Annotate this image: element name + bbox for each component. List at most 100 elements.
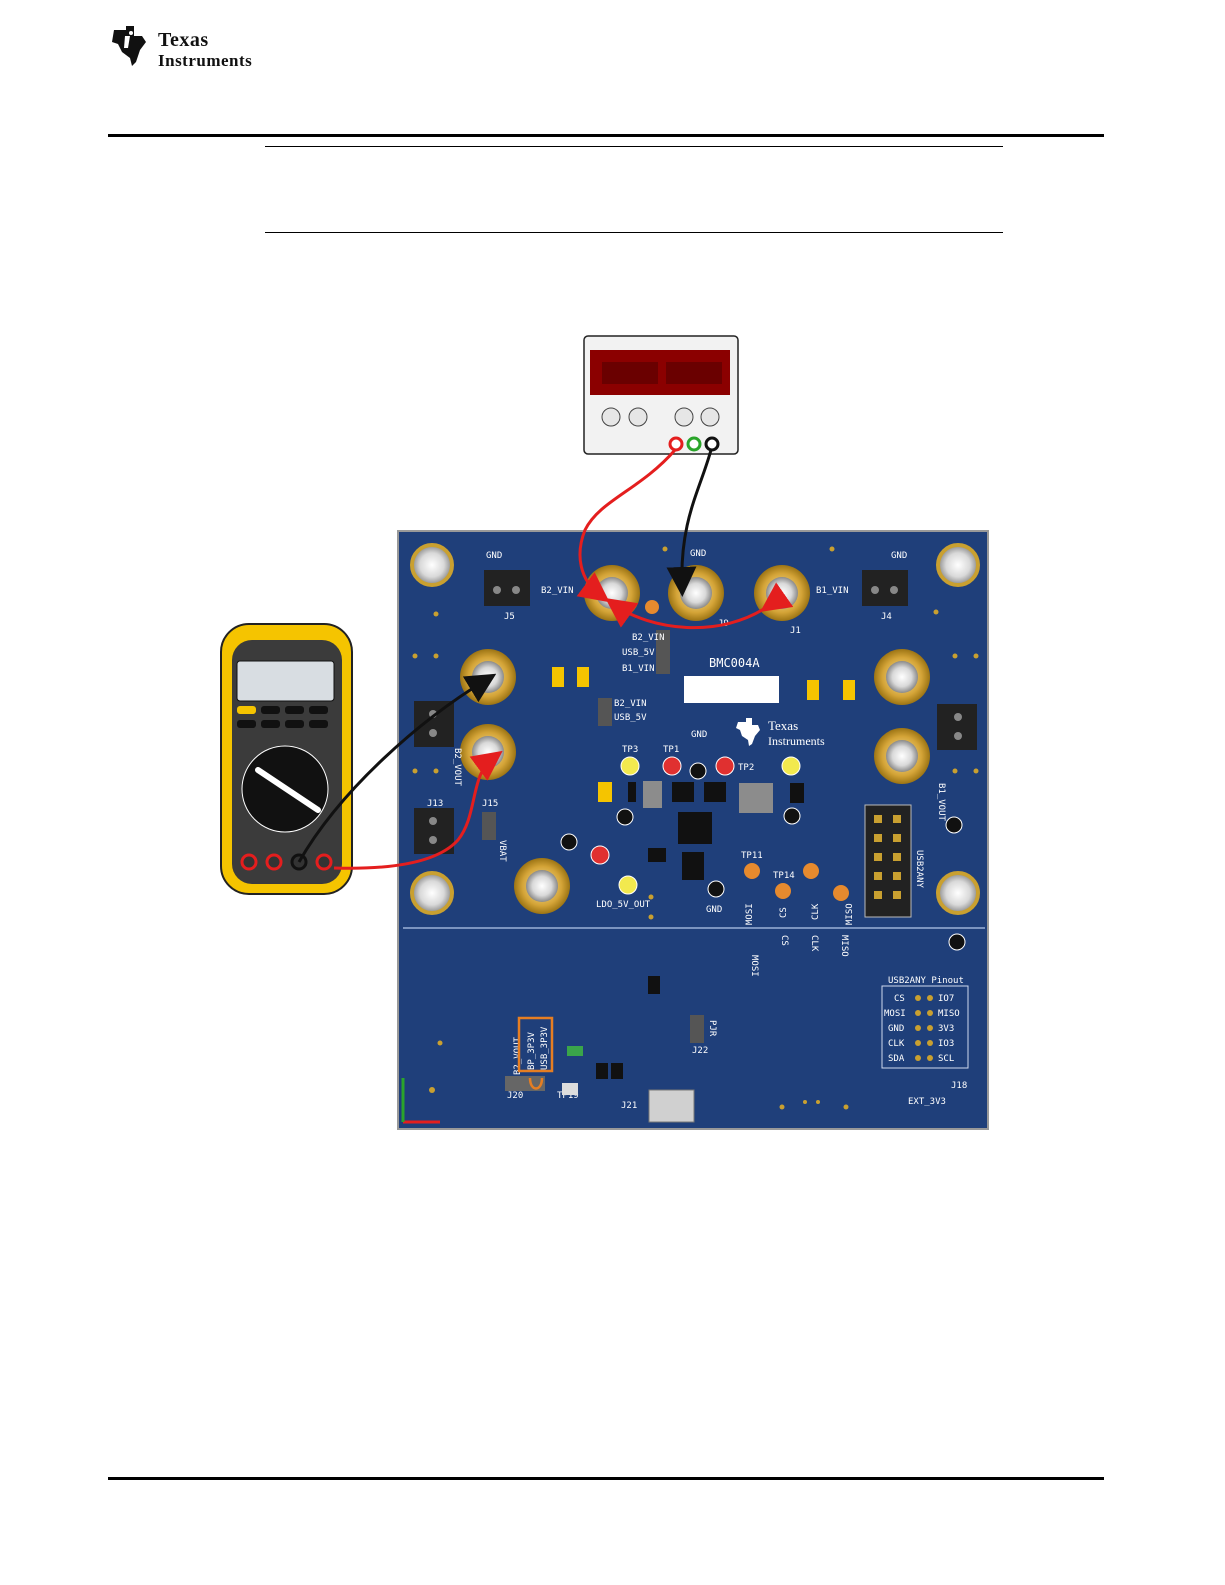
test-point bbox=[744, 863, 760, 879]
net-label: B2_VIN bbox=[632, 633, 665, 643]
net-label: USB_5V bbox=[614, 713, 647, 723]
logo-line-2: Instruments bbox=[158, 51, 253, 70]
test-point bbox=[803, 863, 819, 879]
spi-label: MOSI bbox=[745, 903, 755, 925]
connector-label: J4 bbox=[881, 612, 892, 622]
usb2any-pinout-box bbox=[881, 985, 969, 1069]
spi-label: CS bbox=[779, 907, 789, 918]
test-point bbox=[590, 845, 610, 865]
pinout-pin: IO7 bbox=[938, 994, 954, 1004]
test-point bbox=[560, 833, 578, 851]
board-name: BMC004A bbox=[709, 656, 760, 670]
usb2any-header bbox=[864, 804, 912, 918]
jumper-highlight-box bbox=[517, 1016, 554, 1073]
supply-ground-terminal bbox=[686, 436, 702, 452]
pinout-title: USB2ANY Pinout bbox=[888, 976, 964, 986]
jumper-shunt-indicator bbox=[528, 1077, 544, 1090]
net-label: B1_VOUT bbox=[936, 783, 946, 822]
test-point bbox=[948, 933, 966, 951]
connector-label: J13 bbox=[427, 799, 443, 809]
test-point bbox=[662, 756, 682, 776]
test-point bbox=[945, 816, 963, 834]
multimeter bbox=[220, 623, 353, 895]
test-point bbox=[689, 762, 707, 780]
pinout-pin: CLK bbox=[888, 1039, 905, 1049]
net-label: B1_VIN bbox=[622, 664, 655, 674]
spi-label: MISO bbox=[845, 903, 855, 925]
test-point bbox=[783, 807, 801, 825]
jumper-j22 bbox=[690, 1015, 704, 1043]
power-supply bbox=[583, 335, 739, 455]
net-label: GND bbox=[706, 905, 722, 915]
test-point bbox=[781, 756, 801, 776]
board-ti-logo: Texas Instruments bbox=[736, 718, 825, 748]
meter-display bbox=[236, 660, 335, 702]
test-point bbox=[833, 885, 849, 901]
connector-label: J1 bbox=[790, 626, 801, 636]
test-point bbox=[618, 875, 638, 895]
vin-jumper-lead bbox=[605, 582, 794, 630]
net-label: GND bbox=[690, 549, 706, 559]
net-label: LDO_5V_OUT bbox=[596, 900, 651, 910]
mounting-hole bbox=[410, 543, 454, 587]
spi-label: CS bbox=[779, 935, 789, 946]
footer-rule bbox=[108, 1477, 1104, 1480]
spi-label: CLK bbox=[811, 903, 821, 920]
supply-positive-lead bbox=[576, 449, 677, 603]
meter-jack bbox=[265, 853, 283, 871]
spi-label: MOSI bbox=[749, 955, 759, 977]
jumper-j3 bbox=[598, 698, 612, 726]
test-point bbox=[715, 756, 735, 776]
pinout-pin: SCL bbox=[938, 1054, 954, 1064]
net-label: B2_VIN bbox=[541, 586, 574, 596]
jumper-j15 bbox=[482, 812, 496, 840]
pinout-pin: MISO bbox=[938, 1009, 960, 1019]
pinout-pin: SDA bbox=[888, 1054, 905, 1064]
test-point bbox=[616, 808, 634, 826]
tp-label: TP2 bbox=[738, 763, 754, 773]
net-label: B2_VOUT bbox=[452, 748, 462, 787]
pinout-pin: GND bbox=[888, 1024, 904, 1034]
pinout-right-column: IO7 MISO 3V3 IO3 SCL bbox=[938, 994, 960, 1064]
mounting-hole bbox=[936, 871, 980, 915]
connector-label: J18 bbox=[951, 1081, 967, 1091]
test-point bbox=[645, 600, 659, 614]
ti-logo-icon bbox=[112, 26, 146, 66]
spi-label: CLK bbox=[809, 935, 819, 952]
pinout-pin: CS bbox=[894, 994, 905, 1004]
meter-v-jack bbox=[315, 853, 333, 871]
pinout-pin: MOSI bbox=[884, 1009, 906, 1019]
board-label-area bbox=[684, 676, 779, 703]
supply-knob bbox=[601, 407, 621, 427]
net-label: GND bbox=[891, 551, 907, 561]
net-label: B1_VIN bbox=[816, 586, 849, 596]
meter-com-lead bbox=[297, 673, 497, 863]
note-rule-bottom bbox=[265, 232, 1003, 233]
net-label: USB_3P3V bbox=[540, 1026, 550, 1070]
ic-u1 bbox=[678, 812, 712, 844]
net-label: VBAT bbox=[497, 840, 507, 862]
pinout-pin: IO3 bbox=[938, 1039, 954, 1049]
connector-label: J22 bbox=[692, 1046, 708, 1056]
mounting-hole bbox=[936, 543, 980, 587]
terminal-block-j10 bbox=[414, 701, 454, 747]
test-point bbox=[775, 883, 791, 899]
tp-label: TP1 bbox=[663, 745, 679, 755]
meter-v-lead bbox=[333, 750, 503, 870]
pinout-pin: 3V3 bbox=[938, 1024, 954, 1034]
test-point bbox=[707, 880, 725, 898]
net-label: EXT_3V3 bbox=[908, 1097, 946, 1107]
inductor-l2 bbox=[643, 781, 662, 808]
pinout-left-column: CS MOSI GND CLK SDA bbox=[884, 994, 906, 1064]
net-label: GND bbox=[691, 730, 707, 740]
test-point bbox=[620, 756, 640, 776]
terminal-block-j5 bbox=[484, 570, 530, 606]
supply-negative-terminal bbox=[704, 436, 720, 452]
net-label: BP_3P3V bbox=[527, 1031, 537, 1070]
tp-label: TP14 bbox=[773, 871, 795, 881]
board-logo-line-2: Instruments bbox=[768, 734, 825, 748]
spi-label: MISO bbox=[839, 935, 849, 957]
supply-knob bbox=[674, 407, 694, 427]
jumper-j17 bbox=[656, 630, 670, 674]
